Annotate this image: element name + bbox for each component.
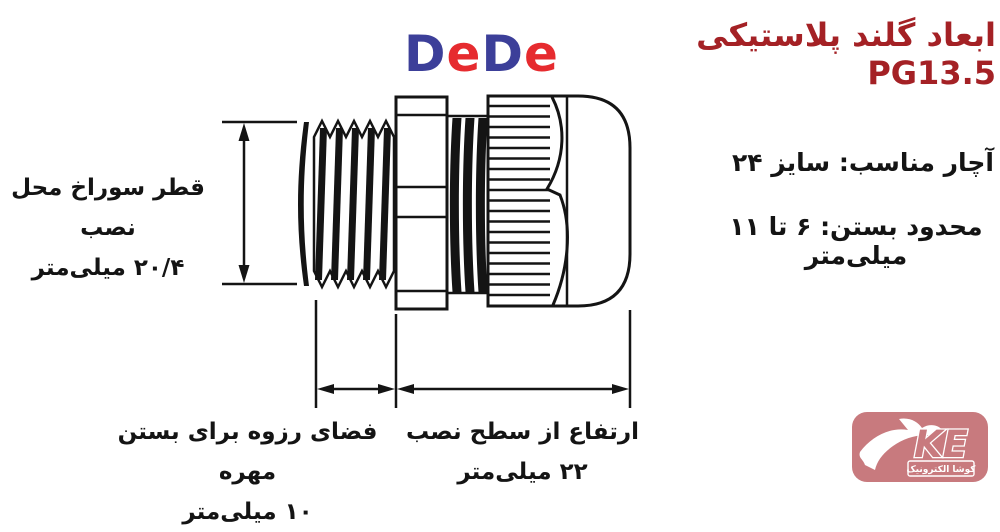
hex-nut bbox=[394, 95, 449, 311]
bottom-dimensions bbox=[314, 300, 632, 408]
arrowhead-right bbox=[378, 384, 395, 394]
dome-cap bbox=[486, 94, 632, 308]
cap-ribs bbox=[488, 104, 550, 297]
thread-space-value: ۱۰ میلی‌متر bbox=[182, 499, 313, 525]
badge-subtext-box bbox=[907, 460, 975, 477]
brand-letter: D bbox=[481, 25, 524, 83]
gland-drawing bbox=[222, 94, 632, 408]
arrowhead-up bbox=[238, 123, 250, 141]
thread-lead-sliver bbox=[298, 122, 309, 286]
cap-rib-profile bbox=[544, 96, 569, 306]
arrowhead-left bbox=[317, 384, 334, 394]
seal-section bbox=[448, 114, 488, 295]
thread-section bbox=[312, 118, 396, 290]
hole-diameter-label: قطر سوراخ محل نصب ۲۰/۴ میلی‌متر bbox=[0, 168, 216, 288]
horse-swoosh-icon bbox=[859, 418, 943, 470]
badge-background bbox=[852, 412, 988, 482]
thread-space-label: فضای رزوه برای بستن مهره ۱۰ میلی‌متر bbox=[100, 412, 395, 532]
arrowhead-right bbox=[612, 384, 629, 394]
brand-letter: e bbox=[446, 25, 482, 83]
install-height-line1: ارتفاع از سطح نصب bbox=[405, 419, 640, 445]
clamping-range-label: محدود بستن: ۶ تا ۱۱ میلی‌متر bbox=[729, 212, 983, 270]
ike-watermark-badge: KE کوشا الکترونیک bbox=[852, 412, 988, 482]
arrowhead-left bbox=[397, 384, 414, 394]
page-title: ابعاد گلند پلاستیکی PG13.5 bbox=[696, 16, 996, 92]
badge-logo-text: KE bbox=[914, 423, 968, 466]
hole-diameter-line1: قطر سوراخ محل نصب bbox=[11, 175, 205, 241]
hole-diameter-value: ۲۰/۴ میلی‌متر bbox=[31, 255, 185, 281]
brand-letter: e bbox=[523, 25, 559, 83]
brand-letter: D bbox=[404, 25, 447, 83]
wrench-size-label: آچار مناسب: سایز ۲۴ bbox=[731, 148, 995, 177]
brand-logo: DeDe bbox=[404, 26, 564, 82]
thread-space-line1: فضای رزوه برای بستن مهره bbox=[117, 419, 378, 485]
arrowhead-down bbox=[238, 265, 250, 283]
badge-subtext: کوشا الکترونیک bbox=[906, 465, 976, 475]
vertical-dimension bbox=[222, 120, 297, 286]
install-height-value: ۲۲ میلی‌متر bbox=[457, 459, 588, 485]
install-height-label: ارتفاع از سطح نصب ۲۲ میلی‌متر bbox=[400, 412, 645, 492]
